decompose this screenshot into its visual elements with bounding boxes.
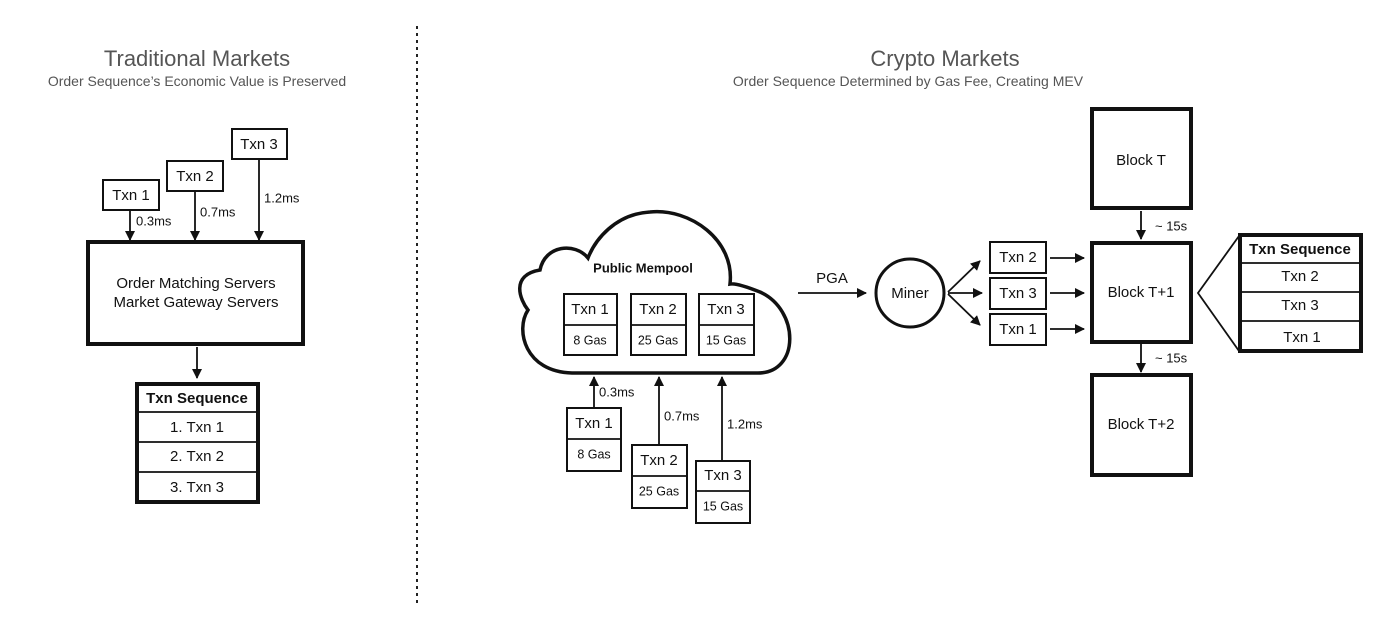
sequence-row: 2. Txn 2 (170, 448, 224, 465)
latency-label: 0.7ms (200, 204, 236, 219)
sequence-header: Txn Sequence (1249, 241, 1351, 258)
server-line-1: Order Matching Servers (116, 275, 275, 292)
block-t-plus-2: Block T+2 (1090, 373, 1193, 477)
traditional-markets-section: Traditional Markets Order Sequence’s Eco… (48, 46, 346, 504)
txn-label: Txn 1 (112, 187, 150, 204)
block-label: Block T+1 (1108, 284, 1175, 301)
block-rect (1090, 373, 1193, 477)
txn-label: Txn 1 (571, 301, 609, 318)
server-line-2: Market Gateway Servers (113, 294, 278, 311)
gas-label: 25 Gas (639, 484, 679, 498)
ordered-txn-1: Txn 2 (989, 241, 1085, 274)
traditional-title: Traditional Markets (104, 46, 290, 71)
crypto-sequence-table: Txn Sequence Txn 2 Txn 3 Txn 1 (1238, 233, 1363, 353)
txn-label: Txn 3 (704, 467, 742, 484)
sequence-row: Txn 2 (1281, 268, 1319, 285)
sequence-row: Txn 3 (1281, 297, 1319, 314)
pga-label: PGA (816, 270, 848, 287)
miner-arrow (947, 260, 981, 293)
txn-label: Txn 2 (176, 168, 214, 185)
gas-label: 15 Gas (703, 499, 743, 513)
latency-label: 0.7ms (664, 408, 700, 423)
incoming-txn-1: Txn 1 8 Gas 0.3ms (566, 376, 635, 472)
incoming-txn-2: Txn 2 25 Gas 0.7ms (631, 376, 700, 509)
txn-label: Txn 2 (999, 249, 1037, 266)
txn-label: Txn 3 (707, 301, 745, 318)
txn-label: Txn 1 (575, 415, 613, 432)
txn-box (989, 313, 1047, 346)
callout-lines (1196, 235, 1240, 352)
txn-box (231, 128, 288, 160)
ordered-txn-3: Txn 1 (989, 313, 1085, 346)
block-label: Block T+2 (1108, 416, 1175, 433)
servers-rect (86, 240, 305, 346)
gas-label: 8 Gas (573, 333, 606, 347)
crypto-title: Crypto Markets (870, 46, 1019, 71)
mempool-txn-2: Txn 2 25 Gas (630, 293, 687, 356)
latency-label: 0.3ms (599, 384, 635, 399)
traditional-txn-2: Txn 2 0.7ms (166, 160, 236, 241)
interval-label: ~ 15s (1155, 218, 1188, 233)
gas-label: 8 Gas (577, 447, 610, 461)
mempool-txn-3: Txn 3 15 Gas (698, 293, 755, 356)
sequence-row: 1. Txn 1 (170, 419, 224, 436)
txn-label: Txn 3 (240, 136, 278, 153)
traditional-txn-3: Txn 3 1.2ms (231, 128, 300, 241)
traditional-subtitle: Order Sequence’s Economic Value is Prese… (48, 73, 346, 89)
block-rect (1090, 107, 1193, 210)
gas-label: 15 Gas (706, 333, 746, 347)
block-label: Block T (1116, 152, 1166, 169)
traditional-sequence-table: Txn Sequence 1. Txn 1 2. Txn 2 3. Txn 3 (135, 382, 260, 504)
miner-label: Miner (891, 285, 929, 302)
interval-label: ~ 15s (1155, 350, 1188, 365)
txn-label: Txn 1 (999, 321, 1037, 338)
txn-box (102, 179, 160, 211)
crypto-subtitle: Order Sequence Determined by Gas Fee, Cr… (733, 73, 1084, 89)
sequence-row: 3. Txn 3 (170, 479, 224, 496)
servers-box: Order Matching Servers Market Gateway Se… (86, 240, 305, 346)
latency-label: 1.2ms (727, 416, 763, 431)
txn-label: Txn 3 (999, 285, 1037, 302)
block-t: Block T (1090, 107, 1193, 210)
txn-box (989, 241, 1047, 274)
txn-box (989, 277, 1047, 310)
txn-box (695, 460, 751, 524)
public-mempool-cloud: Public Mempool Txn 1 8 Gas Txn 2 25 Gas … (518, 209, 792, 375)
block-t-plus-1: Block T+1 (1090, 241, 1193, 344)
sequence-table-border (1238, 233, 1363, 353)
latency-label: 0.3ms (136, 213, 172, 228)
miner-arrow (947, 293, 981, 326)
sequence-header: Txn Sequence (146, 390, 248, 407)
txn-label: Txn 2 (640, 452, 678, 469)
txn-label: Txn 2 (639, 301, 677, 318)
crypto-markets-section: Crypto Markets Order Sequence Determined… (518, 46, 1363, 524)
gas-label: 25 Gas (638, 333, 678, 347)
miner-circle (874, 257, 946, 329)
ordered-txn-2: Txn 3 (989, 277, 1085, 310)
sequence-table-border (135, 382, 260, 504)
sequence-row: Txn 1 (1283, 329, 1321, 346)
mempool-txn-1: Txn 1 8 Gas (563, 293, 618, 356)
traditional-txn-1: Txn 1 0.3ms (102, 179, 172, 241)
mempool-label: Public Mempool (593, 260, 693, 275)
block-rect (1090, 241, 1193, 344)
miner-node: Miner (874, 257, 946, 329)
incoming-txn-3: Txn 3 15 Gas 1.2ms (695, 376, 763, 524)
latency-label: 1.2ms (264, 190, 300, 205)
